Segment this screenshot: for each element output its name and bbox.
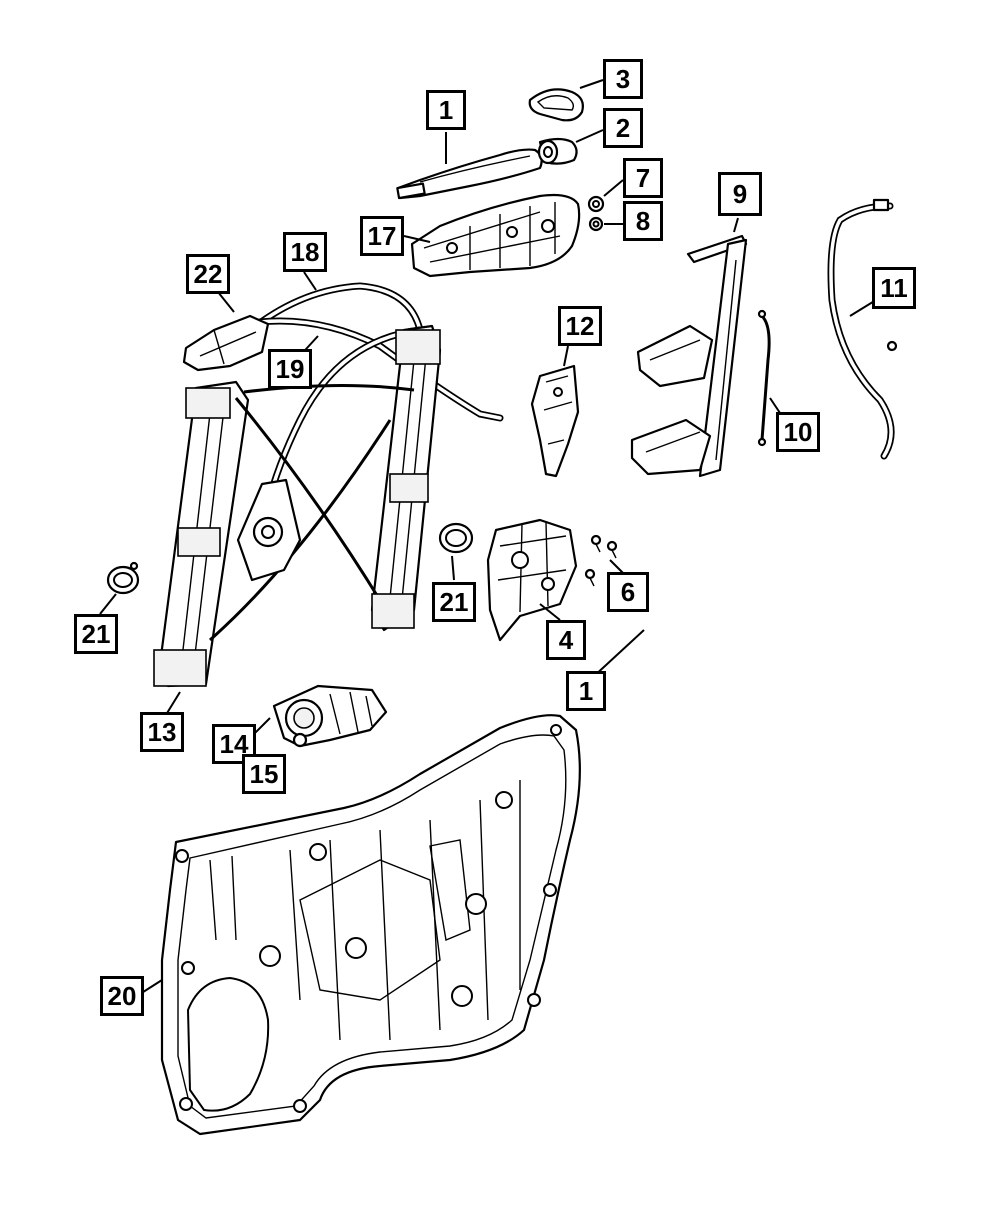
part-2-cylinder-cap	[537, 137, 578, 165]
callout-10: 10	[776, 412, 820, 452]
part-6-screws	[584, 534, 618, 587]
part-21-grommet-center	[438, 522, 474, 554]
part-22-cable-bracket	[182, 314, 270, 372]
callout-22: 22	[186, 254, 230, 294]
callout-9: 9	[718, 172, 762, 216]
callout-21-left: 21	[74, 614, 118, 654]
callout-12: 12	[558, 306, 602, 346]
part-14-window-motor	[272, 684, 388, 748]
part-7-nut	[587, 195, 605, 213]
part-20-door-carrier	[160, 714, 581, 1136]
callout-1-lower: 1	[566, 671, 606, 711]
callout-15: 15	[242, 754, 286, 794]
part-11-cable	[827, 198, 898, 460]
part-3-handle-gasket	[528, 88, 584, 122]
callout-13: 13	[140, 712, 184, 752]
callout-8: 8	[623, 201, 663, 241]
callout-1-top: 1	[426, 90, 466, 130]
callout-2: 2	[603, 108, 643, 148]
callout-14: 14	[212, 724, 256, 764]
callout-17: 17	[360, 216, 404, 256]
callout-6: 6	[607, 572, 649, 612]
part-9-glass-channel	[630, 234, 748, 478]
part-4-door-latch	[486, 518, 578, 642]
callout-21-center: 21	[432, 582, 476, 622]
part-13-window-regulator	[153, 324, 442, 688]
part-1-exterior-handle	[396, 148, 543, 200]
leader-lines	[99, 79, 877, 995]
callout-19: 19	[268, 349, 312, 389]
callout-20: 20	[100, 976, 144, 1016]
part-17-handle-bracket	[410, 193, 581, 278]
part-12-bracket	[530, 364, 580, 478]
callout-3: 3	[603, 59, 643, 99]
callout-18: 18	[283, 232, 327, 272]
part-21-grommet-left	[106, 561, 140, 595]
callout-4: 4	[546, 620, 586, 660]
callout-7: 7	[623, 158, 663, 198]
part-10-rod	[757, 309, 771, 447]
part-8-washer	[588, 216, 604, 232]
callout-11: 11	[872, 267, 916, 309]
